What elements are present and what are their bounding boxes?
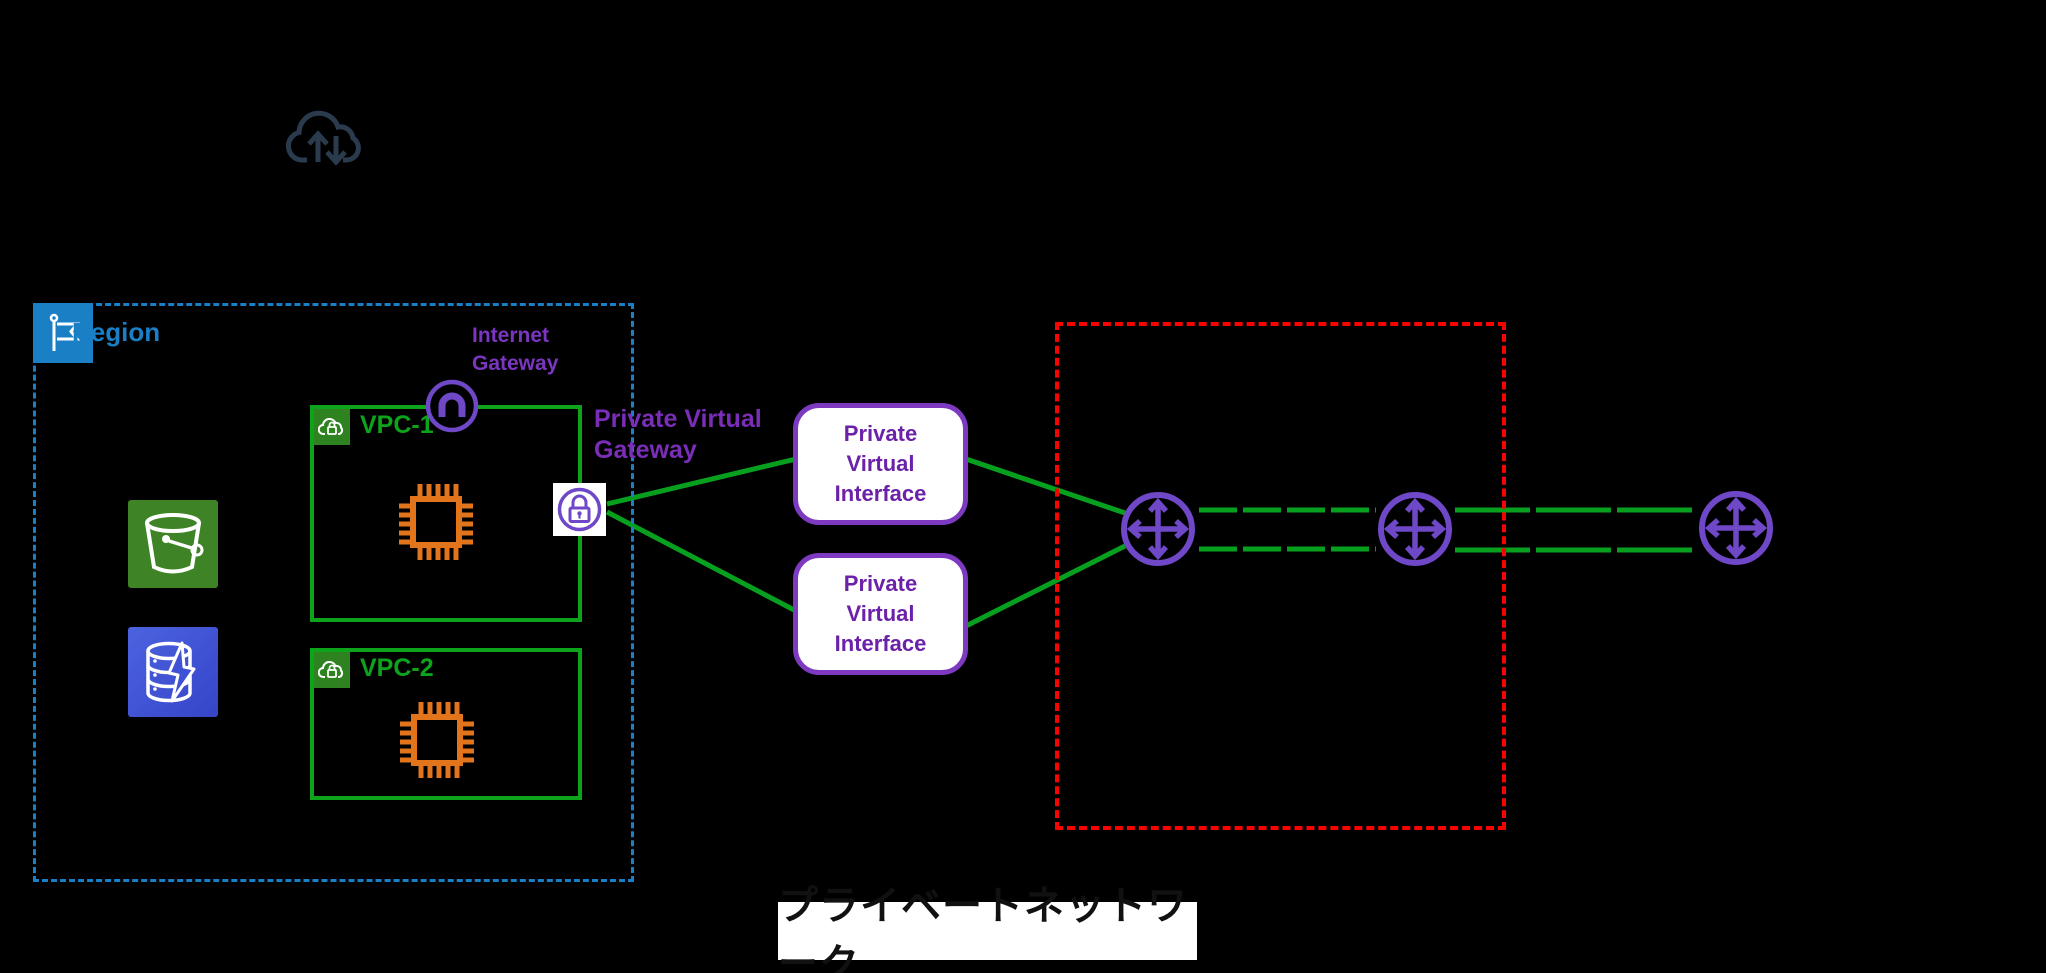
vpc-cloud-icon <box>314 652 350 688</box>
vpc-cloud-icon <box>314 409 350 445</box>
region-flag-icon <box>33 303 93 363</box>
region-boundary <box>33 303 634 882</box>
line-pvi2-to-router1 <box>964 543 1127 629</box>
pvi2-label-line2: Virtual Interface <box>834 601 927 656</box>
line-vgw-to-pvi1 <box>606 456 797 507</box>
ec2-chip-icon <box>399 484 473 560</box>
s3-bucket-icon <box>128 500 218 588</box>
dynamodb-icon <box>128 627 218 717</box>
cloud-transfer-icon <box>285 110 361 166</box>
line-pvi1-to-router1 <box>965 456 1126 516</box>
line-vgw-to-pvi2 <box>605 509 798 614</box>
vpc2-label: VPC-2 <box>360 654 434 682</box>
ec2-chip-icon <box>400 702 474 778</box>
internet-gateway-label: Internet Gateway <box>472 324 559 375</box>
router-icon-3 <box>1699 491 1773 565</box>
internet-gateway-icon <box>425 379 479 433</box>
router-icon-2 <box>1378 492 1452 566</box>
region-label: Region <box>72 317 161 347</box>
pvi1-label-line1: Private <box>843 421 918 446</box>
vpc2-boundary: VPC-2 <box>310 648 582 800</box>
onpremises-boundary <box>1055 322 1506 830</box>
private-virtual-interface-2: Private Virtual Interface <box>793 553 968 675</box>
vpc1-label: VPC-1 <box>360 411 434 439</box>
private-virtual-interface-1: Private Virtual Interface <box>793 403 968 525</box>
pvi2-label-line1: Private <box>843 571 918 596</box>
virtual-private-gateway-lock-icon <box>553 483 606 536</box>
router-icon-1 <box>1121 492 1195 566</box>
pvi1-label-line2: Virtual Interface <box>834 451 927 506</box>
private-network-label: プライベートネットワーク <box>778 884 1197 973</box>
private-virtual-gateway-label: Private Virtual Gateway <box>594 405 762 464</box>
